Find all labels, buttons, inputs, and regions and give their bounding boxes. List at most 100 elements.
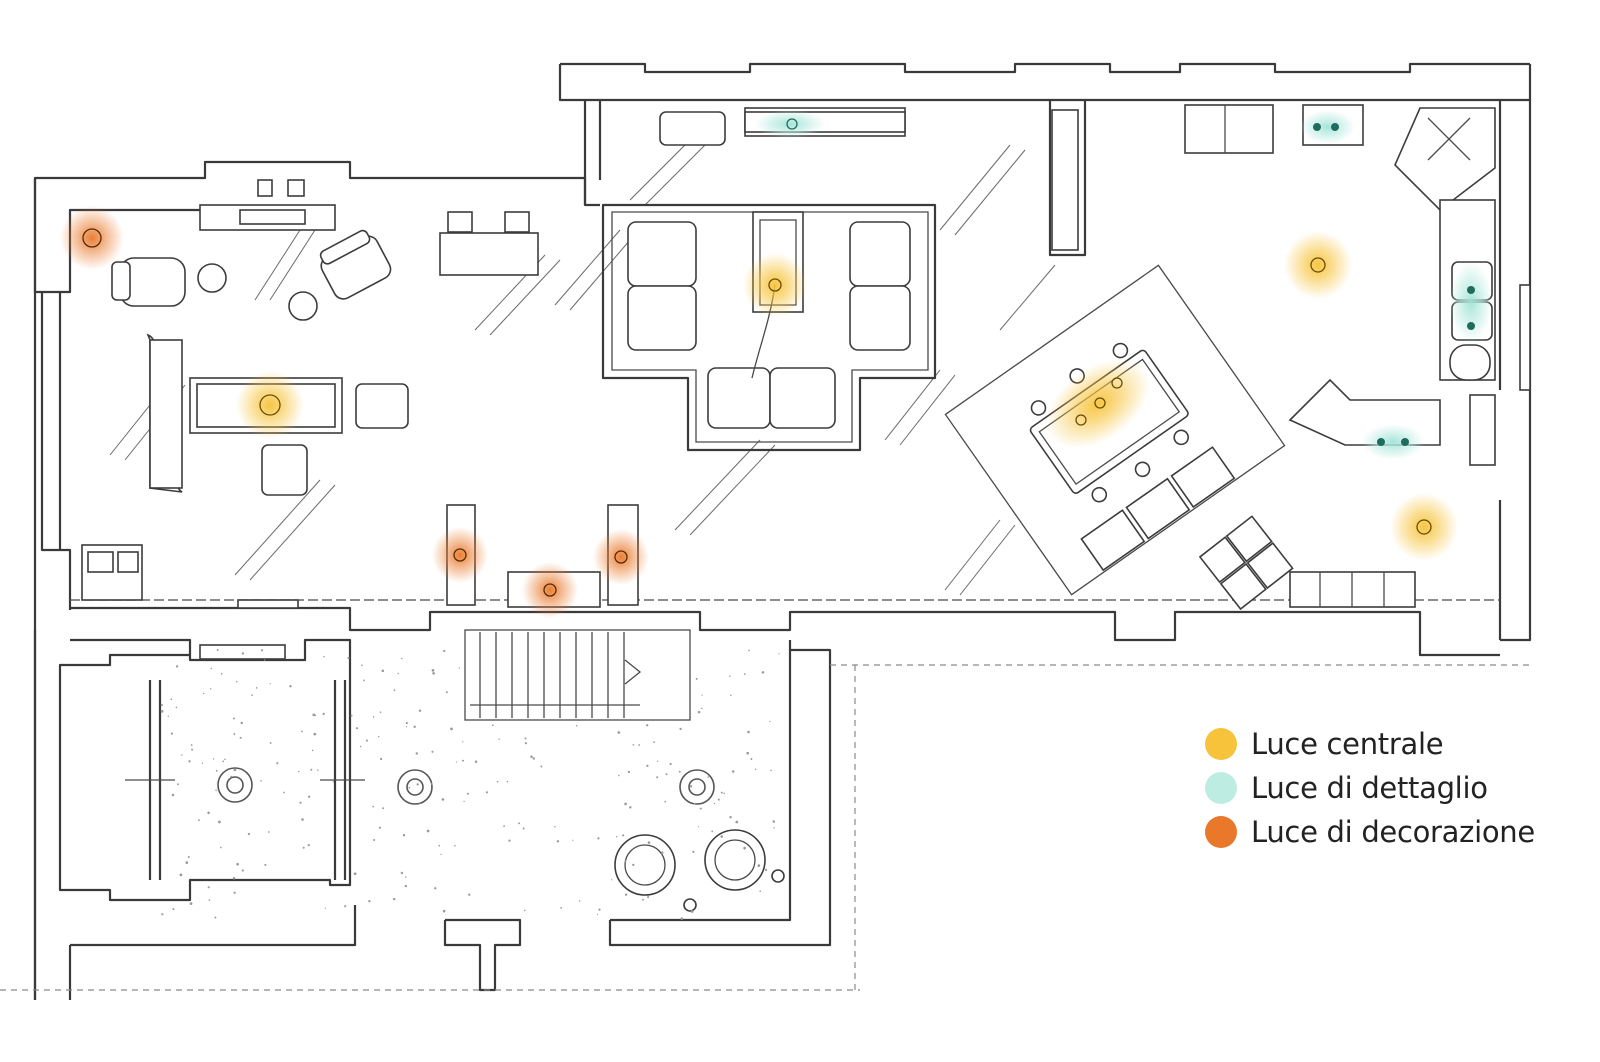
legend: Luce centrale Luce di dettaglio Luce di … bbox=[1205, 722, 1565, 854]
floor-speck bbox=[462, 741, 464, 743]
floor-speck bbox=[415, 752, 419, 755]
floor-speck bbox=[773, 827, 775, 829]
floor-speck bbox=[746, 751, 750, 755]
floor-speck bbox=[212, 758, 215, 760]
floor-speck bbox=[190, 744, 193, 746]
floor-speck bbox=[302, 846, 305, 849]
floor-speck bbox=[454, 844, 456, 847]
floor-speck bbox=[491, 724, 494, 727]
staircase bbox=[464, 629, 691, 721]
floor-speck bbox=[322, 712, 325, 716]
floor-speck bbox=[230, 775, 233, 778]
floor-speck bbox=[772, 820, 776, 823]
decoration-light bbox=[60, 206, 124, 270]
floor-speck bbox=[717, 798, 720, 801]
floor-speck bbox=[405, 726, 408, 728]
floor-speck bbox=[187, 856, 190, 858]
floor-speck bbox=[332, 781, 334, 783]
floor-speck bbox=[692, 850, 695, 853]
floor-speck bbox=[353, 872, 357, 876]
window-reflections bbox=[109, 129, 1056, 596]
floor-speck bbox=[455, 761, 458, 763]
floor-speck bbox=[426, 829, 430, 833]
detail-light bbox=[1450, 262, 1492, 342]
central-light bbox=[1284, 231, 1352, 299]
floor-speck bbox=[759, 890, 761, 892]
floor-speck bbox=[575, 725, 578, 727]
floor-speck bbox=[378, 826, 381, 829]
floor-speck bbox=[678, 770, 681, 773]
legend-item-detail: Luce di dettaglio bbox=[1205, 766, 1565, 810]
floor-speck bbox=[235, 681, 238, 683]
floor-speck bbox=[432, 671, 435, 675]
floor-speck bbox=[255, 687, 258, 689]
floor-speck bbox=[209, 688, 212, 690]
floor-speck bbox=[224, 758, 226, 761]
floor-speck bbox=[443, 649, 446, 653]
floor-speck bbox=[208, 899, 211, 901]
decoration-light bbox=[522, 562, 578, 618]
floor-speck bbox=[218, 820, 221, 824]
floor-speck bbox=[191, 748, 194, 751]
floor-speck bbox=[761, 671, 765, 674]
floor-speck bbox=[508, 839, 511, 842]
floor-speck bbox=[317, 769, 319, 771]
floor-speck bbox=[431, 669, 435, 672]
floor-speck bbox=[697, 826, 700, 828]
floor-speck bbox=[404, 884, 408, 888]
floor-speck bbox=[222, 760, 225, 763]
floor-speck bbox=[365, 739, 368, 742]
floor-speck bbox=[298, 770, 300, 773]
legend-label-decor: Luce di decorazione bbox=[1251, 815, 1535, 849]
legend-item-central: Luce centrale bbox=[1205, 722, 1565, 766]
floor-speck bbox=[757, 864, 761, 867]
floor-speck bbox=[624, 860, 627, 863]
floor-speck bbox=[474, 760, 478, 763]
floor-speck bbox=[381, 669, 385, 673]
floor-speck bbox=[701, 694, 703, 696]
floor-speck bbox=[167, 715, 169, 717]
lower-walls bbox=[0, 630, 1530, 1000]
floor-speck bbox=[220, 672, 223, 675]
floor-speck bbox=[241, 652, 245, 655]
floor-speck bbox=[554, 826, 556, 828]
floor-speck bbox=[618, 774, 620, 777]
floor-speck bbox=[720, 835, 723, 838]
floor-speck bbox=[458, 667, 461, 669]
floor-speck bbox=[632, 743, 635, 746]
floor-speck bbox=[312, 713, 316, 717]
central-light bbox=[1390, 493, 1458, 561]
floor-speck bbox=[524, 742, 528, 745]
floor-speck bbox=[418, 709, 422, 712]
floor-speck bbox=[299, 801, 302, 804]
floor-speck bbox=[405, 876, 407, 878]
left-room-furniture bbox=[81, 179, 539, 609]
floor-speck bbox=[693, 802, 696, 805]
floor-speck bbox=[743, 673, 746, 675]
floor-speck bbox=[624, 893, 628, 896]
floor-speck bbox=[578, 900, 581, 902]
floor-speck bbox=[372, 716, 375, 718]
floor-speck bbox=[236, 862, 239, 866]
floor-speck bbox=[260, 780, 262, 782]
floor-speck bbox=[393, 689, 396, 692]
floor-speck bbox=[269, 682, 271, 685]
floor-speck bbox=[215, 789, 217, 792]
floor-speck bbox=[522, 827, 525, 830]
floor-speck bbox=[215, 769, 218, 772]
floor-speck bbox=[622, 834, 625, 837]
floor-speck bbox=[189, 902, 193, 905]
detail-light bbox=[1300, 110, 1355, 144]
floor-speck bbox=[506, 780, 509, 783]
floor-speck bbox=[308, 795, 311, 798]
floor-speck bbox=[463, 800, 465, 803]
floor-speck bbox=[656, 760, 659, 762]
floor-speck bbox=[680, 917, 684, 920]
floor-speck bbox=[232, 876, 236, 880]
central-light bbox=[743, 253, 807, 317]
floor-speck bbox=[179, 873, 183, 877]
floor-speck bbox=[707, 776, 709, 778]
floor-speck bbox=[524, 737, 527, 740]
floor-speck bbox=[361, 664, 363, 667]
